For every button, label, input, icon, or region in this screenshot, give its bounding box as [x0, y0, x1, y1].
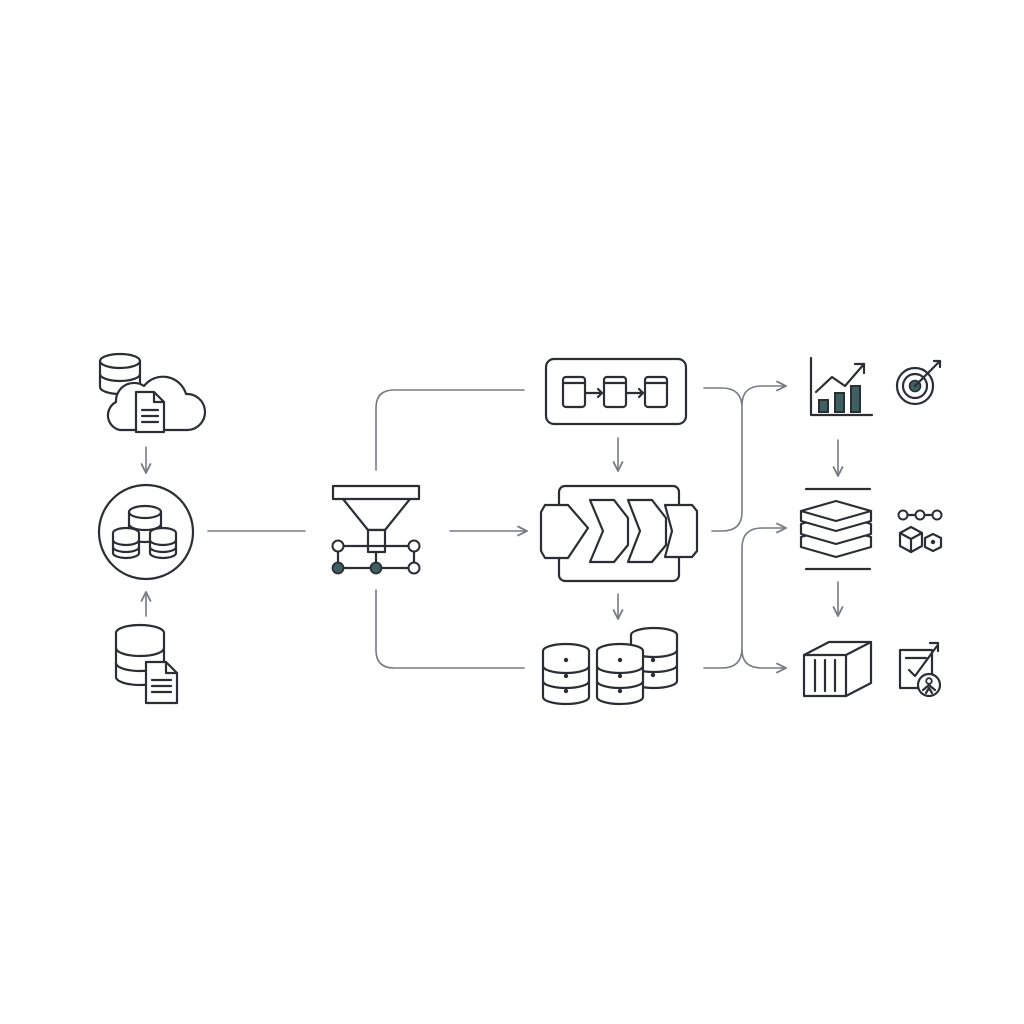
filter-funnel-icon [331, 484, 421, 575]
line-filter-to-servers [375, 589, 525, 669]
arrow-to-data-stack [703, 522, 787, 669]
server-stack-left [541, 642, 591, 706]
target-icon [895, 359, 942, 406]
line-filter-to-pipeline [375, 389, 525, 471]
layered-stages-icon [539, 484, 699, 583]
pipeline-box-icon [544, 357, 688, 426]
document-icon [134, 390, 166, 434]
growth-chart-icon [809, 356, 874, 417]
central-database-icon [97, 483, 195, 581]
arrow-to-growth-chart [741, 380, 787, 406]
database-document-icon [114, 623, 179, 705]
bracket-upper-merge [703, 387, 743, 532]
connectors [140, 380, 844, 674]
task-check-icon [898, 641, 942, 698]
server-stack-middle [595, 642, 645, 706]
network-cubes-icon [897, 509, 943, 554]
database-cloud-source [98, 352, 207, 434]
arrow-to-storage-container [741, 649, 787, 674]
storage-container-icon [802, 640, 873, 698]
data-stack-icon [799, 487, 873, 571]
server-cluster-icon [541, 626, 679, 706]
